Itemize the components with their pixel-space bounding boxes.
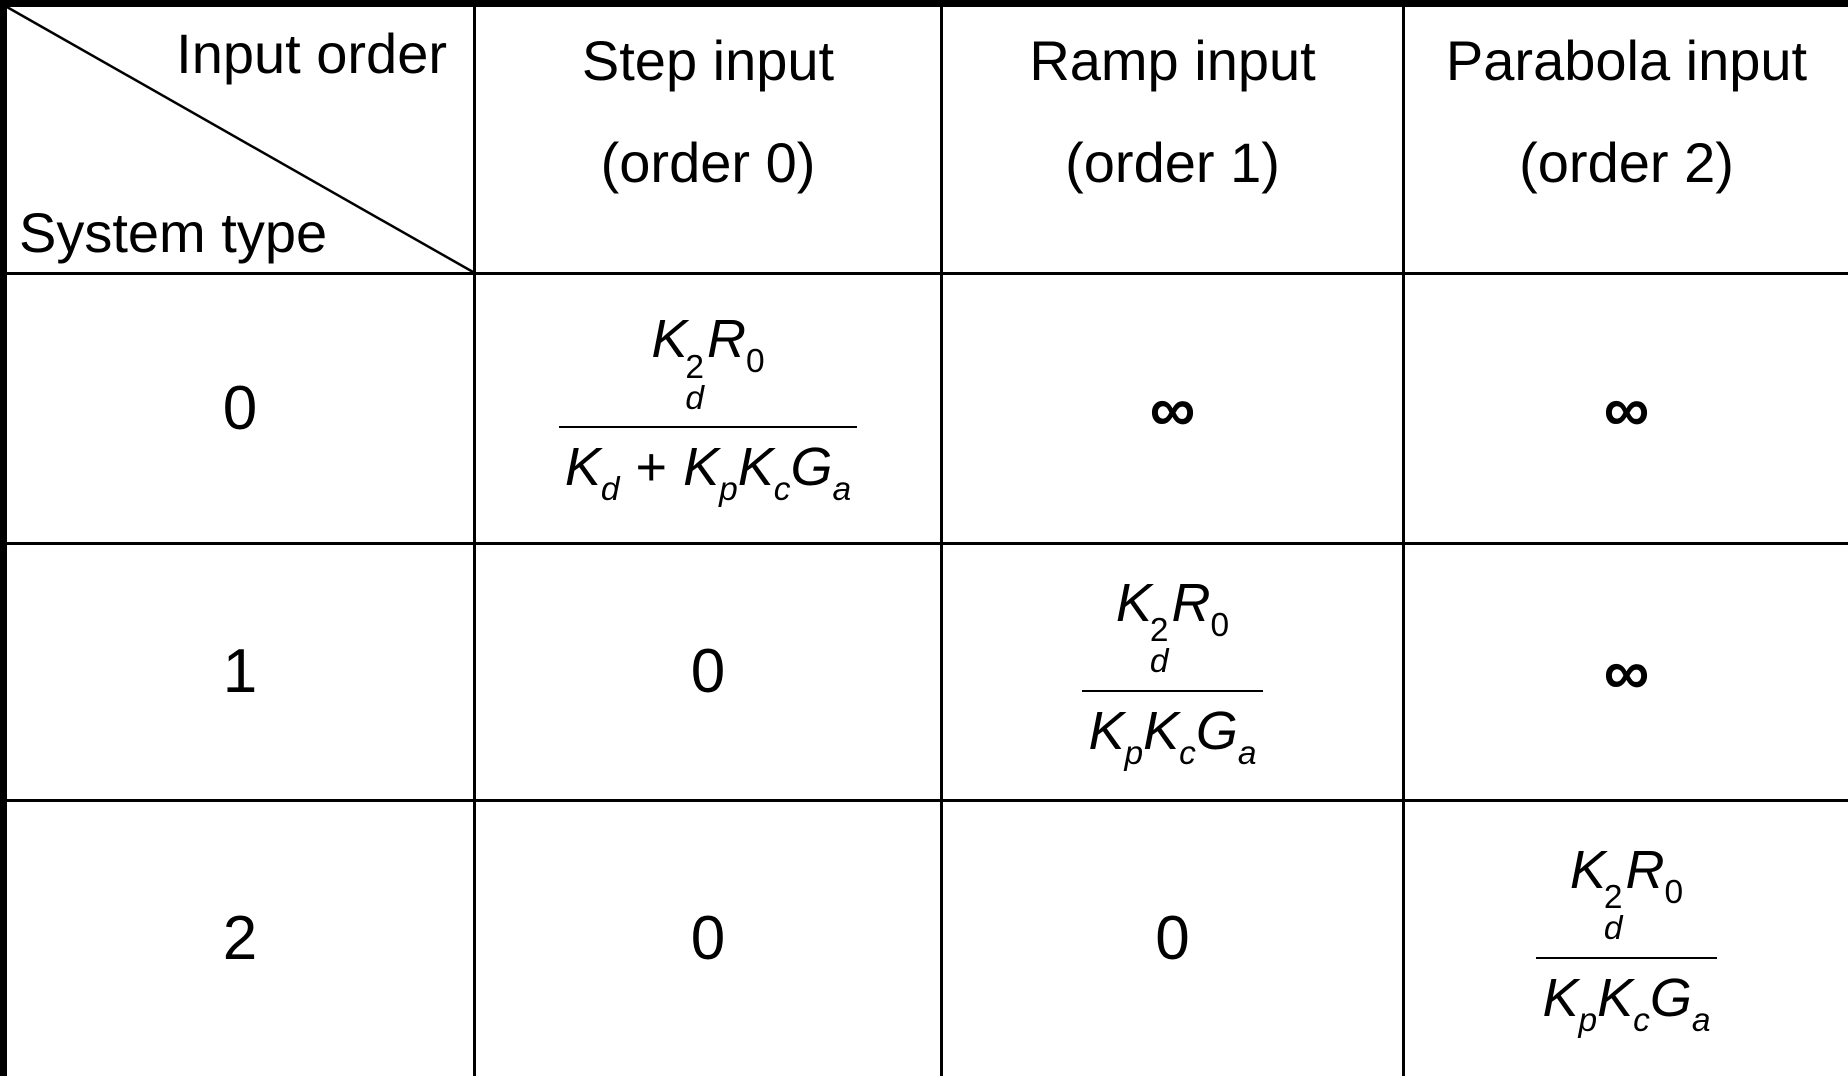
var-G: G — [1195, 700, 1238, 761]
header-row: Input order System type Step input (orde… — [2, 2, 1848, 275]
subscript-0: 0 — [1664, 873, 1684, 911]
infinity-symbol: ∞ — [1603, 372, 1650, 445]
formula-denominator: KpKcGa — [1536, 959, 1716, 1040]
superscript-2: 2 — [685, 348, 704, 386]
subscript-a: a — [1691, 1001, 1711, 1039]
subscript-d: d — [600, 471, 620, 509]
var-R: R — [1625, 839, 1665, 900]
var-G: G — [790, 437, 833, 498]
col-header-parabola-subtitle: (order 2) — [1519, 131, 1734, 195]
subscript-d: d — [685, 379, 704, 417]
var-K: K — [1115, 572, 1152, 633]
col-header-step-title: Step input — [581, 29, 835, 92]
var-K: K — [737, 437, 774, 498]
superscript-2: 2 — [1603, 879, 1623, 917]
cell-sys0-parabola: ∞ — [1402, 272, 1848, 545]
var-K: K — [1597, 967, 1634, 1028]
zero-value: 0 — [690, 637, 726, 706]
col-header-parabola: Parabola input (order 2) — [1402, 2, 1848, 275]
row-label-system-0: 0 — [2, 272, 476, 545]
col-header-step: Step input (order 0) — [473, 2, 943, 275]
row-label-text: 0 — [222, 373, 258, 443]
subscript-d: d — [1149, 643, 1169, 681]
var-K: K — [683, 437, 720, 498]
var-K: K — [564, 437, 601, 498]
subscript-p: p — [719, 471, 738, 509]
var-K: K — [1143, 700, 1180, 761]
var-K: K — [1542, 967, 1579, 1028]
subscript-p: p — [1124, 734, 1144, 772]
row-label-text: 1 — [222, 637, 258, 706]
var-R: R — [1171, 572, 1211, 633]
var-K: K — [651, 309, 688, 370]
col-header-ramp-subtitle: (order 1) — [1065, 131, 1280, 195]
cell-sys2-ramp: 0 — [940, 799, 1405, 1076]
var-K: K — [1088, 700, 1125, 761]
var-K: K — [1569, 839, 1606, 900]
cell-sys1-parabola: ∞ — [1402, 542, 1848, 802]
formula-denominator: KpKcGa — [1082, 692, 1262, 773]
col-header-ramp-title: Ramp input — [1029, 29, 1316, 92]
col-header-ramp: Ramp input (order 1) — [940, 2, 1405, 275]
cell-sys1-step: 0 — [473, 542, 943, 802]
plus-operator: + — [635, 437, 668, 498]
subscript-a: a — [832, 471, 852, 509]
cell-sys2-step: 0 — [473, 799, 943, 1076]
col-header-step-subtitle: (order 0) — [600, 131, 816, 195]
subscript-a: a — [1237, 734, 1257, 772]
subscript-c: c — [773, 471, 791, 509]
infinity-symbol: ∞ — [1149, 372, 1196, 445]
row-label-system-1: 1 — [2, 542, 476, 802]
subscript-0: 0 — [746, 343, 765, 381]
var-G: G — [1649, 967, 1692, 1028]
infinity-symbol: ∞ — [1603, 636, 1650, 708]
corner-top-label: Input order — [176, 22, 447, 85]
row-label-text: 2 — [222, 904, 258, 973]
subscript-0: 0 — [1210, 606, 1230, 644]
row-label-system-2: 2 — [2, 799, 476, 1076]
subscript-c: c — [1179, 734, 1196, 772]
corner-header-cell: Input order System type — [2, 2, 476, 275]
corner-bottom-label: System type — [19, 201, 328, 265]
var-R: R — [707, 309, 746, 370]
zero-value: 0 — [1155, 904, 1190, 973]
subscript-c: c — [1633, 1001, 1650, 1039]
diagonal-divider-line — [7, 7, 472, 271]
superscript-2: 2 — [1149, 612, 1169, 650]
zero-value: 0 — [690, 904, 726, 973]
col-header-parabola-title: Parabola input — [1445, 29, 1808, 92]
formula-denominator: Kd+KpKcGa — [559, 428, 857, 509]
cell-sys0-ramp: ∞ — [940, 272, 1405, 545]
subscript-d: d — [1603, 910, 1623, 948]
subscript-p: p — [1578, 1001, 1598, 1039]
